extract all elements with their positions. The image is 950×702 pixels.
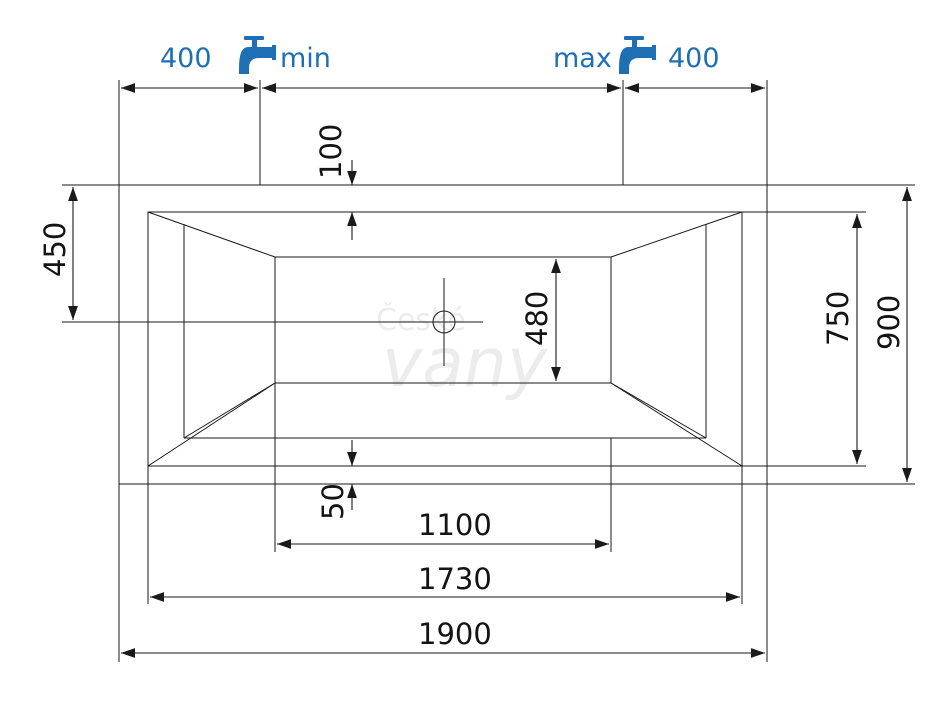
dim-1900: 1900 <box>121 617 765 658</box>
dim-750: 750 <box>742 211 866 467</box>
dim-450-label: 450 <box>38 222 72 277</box>
dim-480-label: 480 <box>520 291 554 346</box>
dim-900: 900 <box>767 184 915 485</box>
dim-1100: 1100 <box>277 508 609 549</box>
tub-outer-rim <box>118 184 768 485</box>
dim-1730: 1730 <box>150 562 740 602</box>
basin-bottom <box>274 256 612 384</box>
dim-50-label: 50 <box>316 483 350 520</box>
basin-slopes <box>147 211 743 467</box>
drain-icon <box>62 278 483 366</box>
dim-1900-label: 1900 <box>418 617 492 651</box>
faucet-icon <box>239 36 276 74</box>
dim-900-label: 900 <box>872 295 906 350</box>
dim-1730-label: 1730 <box>418 562 492 596</box>
dim-480: 480 <box>520 259 561 381</box>
dim-50: 50 <box>316 440 357 520</box>
watermark-text-2: vany <box>382 324 548 403</box>
faucet-max-label: max <box>553 43 612 74</box>
faucet-min-label: min <box>280 43 331 74</box>
watermark: České vany <box>376 301 548 403</box>
dim-100: 100 <box>314 124 357 240</box>
right-faucet-offset-label: 400 <box>668 43 720 74</box>
dim-450: 450 <box>38 184 119 320</box>
faucet-icon <box>619 36 656 74</box>
left-faucet-offset-label: 400 <box>160 43 212 74</box>
dim-750-label: 750 <box>821 291 855 346</box>
watermark-text-1: České <box>376 301 466 338</box>
dim-100-label: 100 <box>314 124 348 179</box>
dim-1100-label: 1100 <box>418 508 492 542</box>
